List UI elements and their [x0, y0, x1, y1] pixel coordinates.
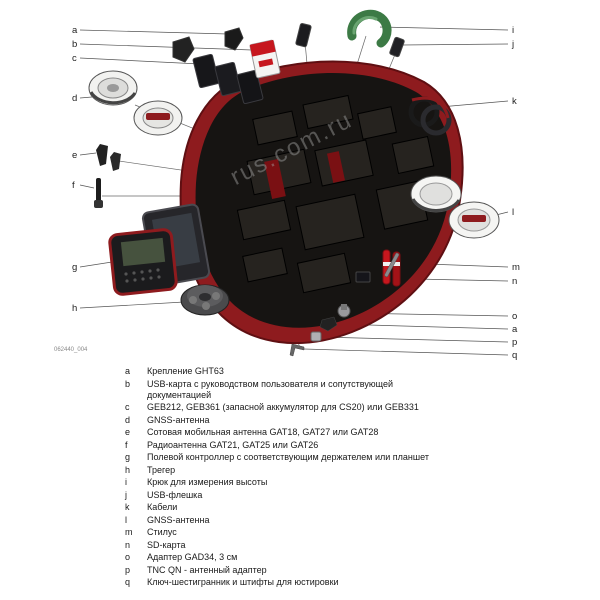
- callout-p: p: [512, 337, 517, 348]
- legend-row: h Трегер: [125, 465, 600, 476]
- legend-row: q Ключ-шестигранник и штифты для юстиров…: [125, 577, 600, 588]
- gnss-antenna-right-illustration: [410, 175, 500, 239]
- legend-row: n SD-карта: [125, 540, 600, 551]
- legend-row: g Полевой контроллер с соответствующим д…: [125, 452, 600, 463]
- legend-row: p TNC QN - антенный адаптер: [125, 565, 600, 576]
- legend-letter: q: [125, 577, 131, 587]
- callout-m: m: [512, 262, 520, 273]
- callout-o: o: [512, 311, 517, 322]
- callout-d: d: [72, 93, 77, 104]
- legend-text: Крюк для измерения высоты: [147, 477, 268, 487]
- callout-letters: a b c d e f g h i j k l m n o a p q: [72, 25, 520, 361]
- legend-letter: h: [125, 464, 131, 475]
- legend-row: a Крепление GHT63: [125, 366, 600, 377]
- callout-a: a: [72, 25, 78, 36]
- legend-text: Полевой контроллер с соответствующим дер…: [147, 452, 429, 462]
- legend-letter: f: [125, 439, 128, 450]
- legend-letter: a: [125, 366, 131, 376]
- usb-stick-illustration: [295, 23, 405, 58]
- legend-row: f Радиоантенна GAT21, GAT25 или GAT26: [125, 440, 600, 451]
- legend-text: GEB212, GEB361 (запасной аккумулятор для…: [147, 402, 419, 412]
- legend-text: USB-флешка: [147, 489, 203, 500]
- callout-q: q: [512, 350, 517, 361]
- legend-row: o Адаптер GAD34, 3 см: [125, 552, 600, 563]
- legend-row: k Кабели: [125, 502, 600, 513]
- legend-text: SD-карта: [147, 539, 186, 550]
- callout-f: f: [72, 180, 75, 191]
- legend-letter: o: [125, 552, 131, 562]
- callout-b: b: [72, 39, 77, 50]
- legend-row: e Сотовая мобильная антенна GAT18, GAT27…: [125, 427, 600, 438]
- legend-letter: e: [125, 427, 131, 437]
- callout-c: c: [72, 53, 77, 64]
- callout-k: k: [512, 96, 517, 107]
- legend-text: GNSS-антенна: [147, 414, 210, 425]
- sd-card-illustration: [355, 271, 371, 283]
- callout-n: n: [512, 276, 517, 287]
- mount-bracket-illustration: [172, 27, 244, 63]
- legend-letter: i: [125, 477, 127, 487]
- usb-doc-card-illustration: [249, 39, 281, 79]
- callout-e: e: [72, 150, 77, 161]
- legend-text: USB-карта с руководством пользователя и …: [147, 378, 393, 400]
- legend-text: Трегер: [147, 464, 176, 475]
- legend-row: l GNSS-антенна: [125, 515, 600, 526]
- legend-row: c GEB212, GEB361 (запасной аккумулятор д…: [125, 402, 600, 413]
- legend-letter: g: [125, 452, 131, 462]
- battery-illustration: [192, 53, 264, 105]
- stylus-illustration: [384, 252, 400, 277]
- gnss-antenna-left-illustration: [88, 70, 183, 136]
- legend-text: Стилус: [147, 527, 177, 537]
- tnc-adapter-illustration: [310, 331, 322, 342]
- callout-l: l: [512, 207, 514, 218]
- radio-antenna-illustration: [94, 178, 103, 208]
- legend-row: m Стилус: [125, 527, 600, 538]
- cellular-antenna-illustration: [96, 144, 121, 171]
- legend-text: Сотовая мобильная антенна GAT18, GAT27 и…: [147, 427, 379, 437]
- legend-letter: n: [125, 539, 131, 550]
- callout-g: g: [72, 262, 77, 273]
- legend-letter: l: [125, 514, 127, 525]
- callout-j: j: [511, 39, 514, 50]
- mount-part-illustration: [319, 316, 338, 332]
- legend-list: a Крепление GHT63 b USB-карта с руководс…: [0, 362, 600, 588]
- height-hook-illustration: [347, 9, 392, 48]
- equipment-case-diagram: a b c d e f g h i j k l m n o a p q rus.…: [54, 9, 520, 361]
- legend-text: TNC QN - антенный адаптер: [147, 564, 267, 575]
- legend-letter: m: [125, 527, 133, 537]
- cables-illustration: [408, 96, 452, 136]
- legend-text: Кабели: [147, 502, 178, 512]
- legend-letter: j: [125, 489, 127, 500]
- legend-text: GNSS-антенна: [147, 514, 210, 525]
- legend-row: b USB-карта с руководством пользователя …: [125, 379, 600, 401]
- legend-letter: c: [125, 402, 130, 412]
- legend-row: d GNSS-антенна: [125, 415, 600, 426]
- legend-row: j USB-флешка: [125, 490, 600, 501]
- leader-lines-left: [79, 29, 253, 309]
- field-controller-illustration: [108, 203, 211, 296]
- legend-letter: p: [125, 564, 131, 575]
- legend-text: Ключ-шестигранник и штифты для юстировки: [147, 577, 339, 587]
- legend-text: Крепление GHT63: [147, 366, 224, 376]
- figure-number: 062440_004: [54, 347, 88, 353]
- adapter-illustration: [337, 304, 351, 318]
- legend-letter: b: [125, 378, 131, 389]
- callout-i: i: [512, 25, 514, 36]
- tribrach-illustration: [180, 284, 230, 316]
- legend-letter: d: [125, 414, 131, 425]
- legend-letter: k: [125, 502, 130, 512]
- legend-text: Радиоантенна GAT21, GAT25 или GAT26: [147, 439, 319, 450]
- callout-a2: a: [512, 324, 518, 335]
- case-diagram-svg: a b c d e f g h i j k l m n o a p q: [72, 9, 520, 361]
- hex-key-illustration: [289, 343, 305, 357]
- callout-h: h: [72, 303, 77, 314]
- legend-text: Адаптер GAD34, 3 см: [147, 552, 238, 562]
- legend-row: i Крюк для измерения высоты: [125, 477, 600, 488]
